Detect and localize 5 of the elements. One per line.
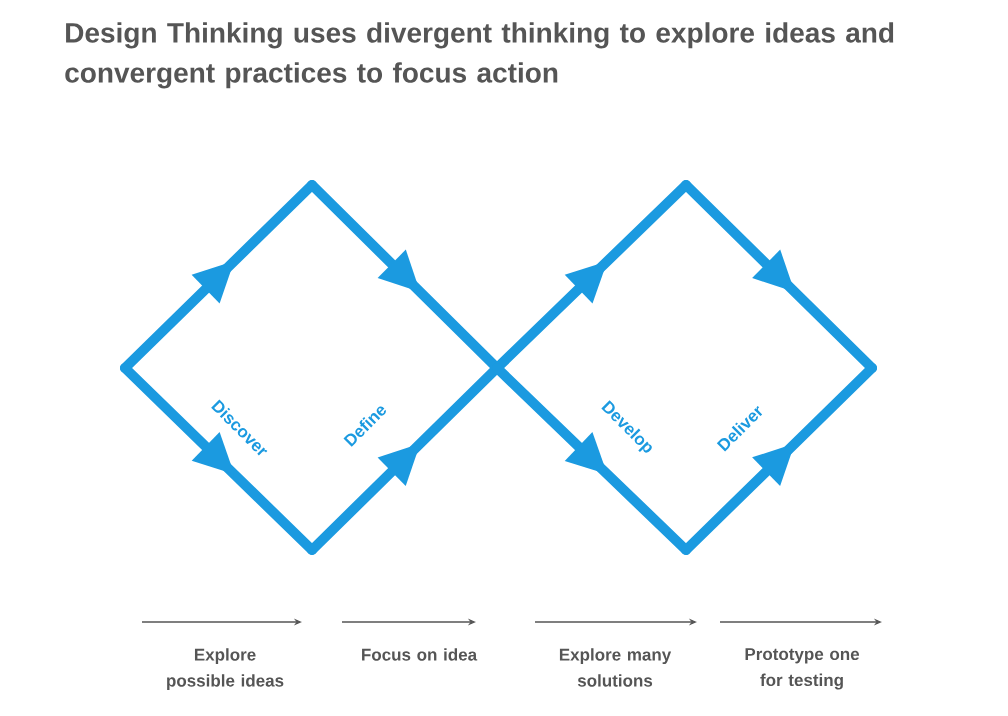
caption-text: Prototype one for testing <box>745 648 860 690</box>
caption-text: Explore many solutions <box>559 648 672 687</box>
title: Design Thinking uses divergent thinking to explore ideas and convergent practices to focus action <box>65 22 894 89</box>
caption-text: Explore possible ideas <box>167 648 284 691</box>
caption-text: Focus on idea <box>362 648 478 661</box>
